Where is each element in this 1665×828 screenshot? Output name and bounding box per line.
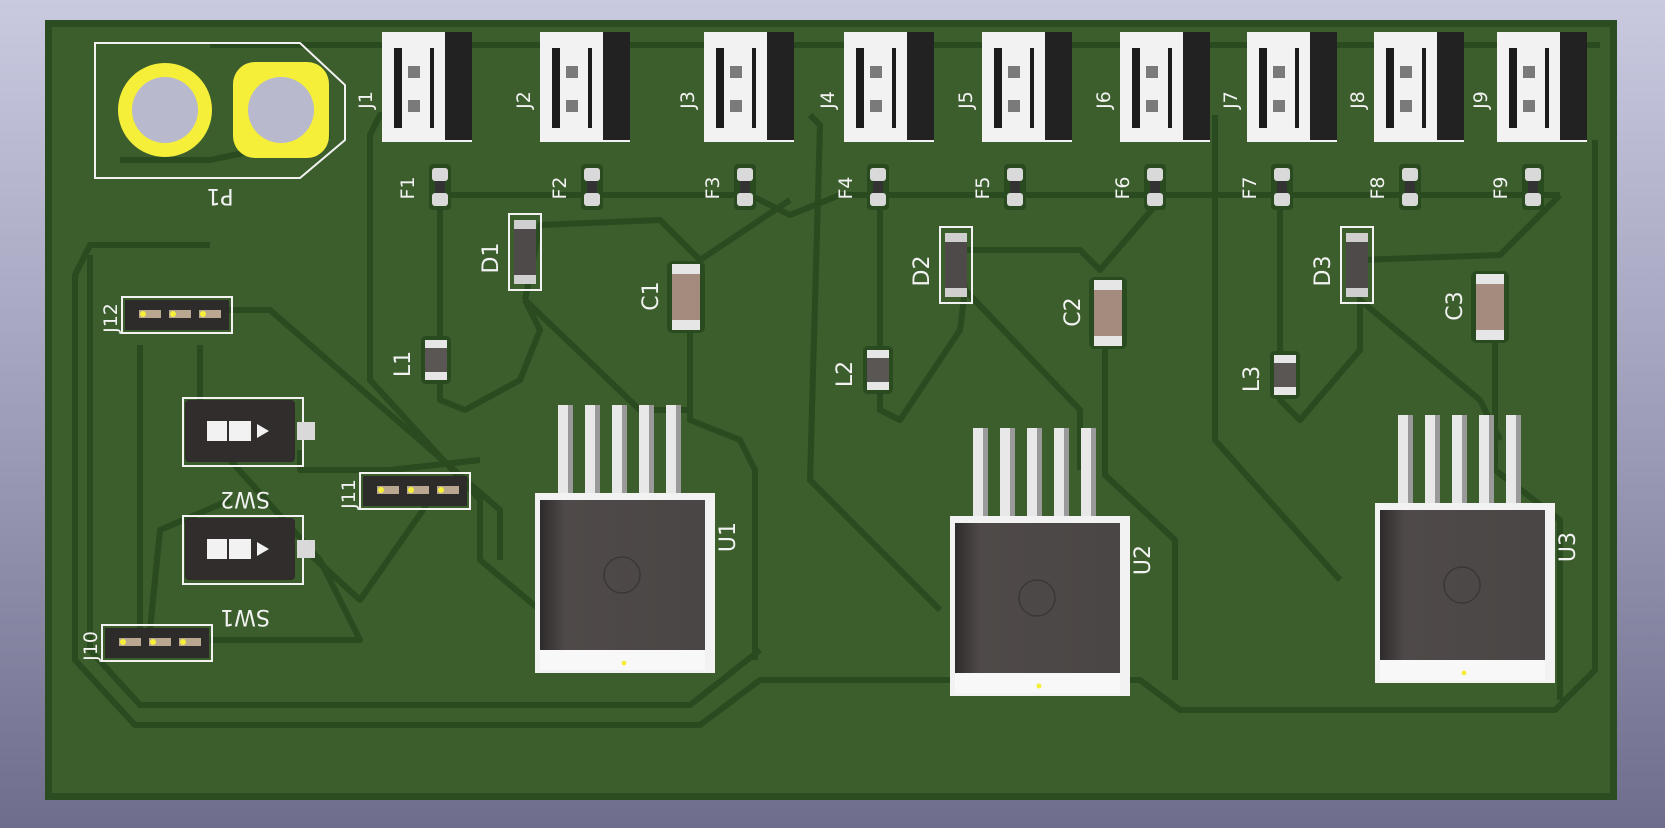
fuse-label-f2: F2 [549,176,571,199]
inductor-l2: L2 [833,346,893,394]
connector-label-j7: J7 [1220,91,1242,110]
header-label-j12: J12 [100,303,122,334]
regulator-u3: U3 [1375,415,1581,683]
diode-d3: D3 [1311,226,1374,304]
switch-sw1: SW1 [182,515,315,629]
fuse-f5: F5 [972,164,1026,210]
connector-p1: P1 [94,42,346,208]
fuse-label-f1: F1 [397,176,419,199]
fuse-f1: F1 [397,164,451,210]
regulator-u1: U1 [535,405,741,673]
inductor-l3: L3 [1240,351,1300,399]
fuse-label-f5: F5 [972,176,994,199]
header-j11: J11 [338,472,471,510]
capacitor-c2: C2 [1061,277,1127,349]
connector-j8: J8 [1347,32,1464,142]
connector-row: J1 J2 J3 J4 J5 J6 J7 J8 J9 [355,32,1587,142]
header-j12: J12 [100,296,233,334]
fuse-f8: F8 [1367,164,1421,210]
connector-j9: J9 [1470,32,1587,142]
fuse-label-f3: F3 [702,176,724,199]
inductor-label-l3: L3 [1240,366,1265,392]
connector-label-j1: J1 [355,91,377,110]
header-label-j11: J11 [338,479,360,510]
connector-j1: J1 [355,32,472,142]
connector-label-j3: J3 [677,91,699,110]
p1-label: P1 [206,183,233,208]
capacitor-label-c1: C1 [639,281,664,310]
regulator-label-u1: U1 [716,522,741,552]
header-j10: J10 [80,624,213,662]
switch-label-sw1: SW1 [220,604,270,629]
capacitor-c1: C1 [639,261,705,333]
connector-j4: J4 [817,32,934,142]
header-label-j10: J10 [80,631,102,662]
regulator-label-u3: U3 [1556,532,1581,562]
capacitor-label-c3: C3 [1443,291,1468,320]
fuse-label-f9: F9 [1490,176,1512,199]
connector-label-j9: J9 [1470,91,1492,110]
inductor-label-l2: L2 [833,361,858,387]
connector-label-j8: J8 [1347,91,1369,110]
connector-label-j4: J4 [817,91,839,110]
fuse-f3: F3 [702,164,756,210]
connector-j3: J3 [677,32,794,142]
diode-label-d2: D2 [910,256,935,287]
diode-d1: D1 [479,213,542,291]
fuse-label-f8: F8 [1367,176,1389,199]
switch-label-sw2: SW2 [220,486,270,511]
connector-j6: J6 [1093,32,1210,142]
connector-label-j5: J5 [955,91,977,110]
inductor-l1: L1 [391,336,451,384]
regulator-u2: U2 [950,428,1156,696]
connector-label-j2: J2 [513,91,535,110]
regulator-label-u2: U2 [1131,545,1156,575]
diode-label-d1: D1 [479,243,504,274]
fuse-f7: F7 [1239,164,1293,210]
capacitor-label-c2: C2 [1061,297,1086,326]
fuse-f2: F2 [549,164,603,210]
fuse-f4: F4 [835,164,889,210]
diode-d2: D2 [910,226,973,304]
connector-j7: J7 [1220,32,1337,142]
fuse-row: F1 F2 F3 F4 F5 F6 F7 F8 F9 [397,164,1544,210]
fuse-label-f7: F7 [1239,176,1261,199]
inductor-label-l1: L1 [391,351,416,377]
connector-label-j6: J6 [1093,91,1115,110]
fuse-label-f4: F4 [835,176,857,199]
connector-j5: J5 [955,32,1072,142]
fuse-label-f6: F6 [1112,176,1134,199]
capacitor-c3: C3 [1443,271,1509,343]
switch-sw2: SW2 [182,397,315,511]
connector-j2: J2 [513,32,630,142]
diode-label-d3: D3 [1311,256,1336,287]
fuse-f9: F9 [1490,164,1544,210]
fuse-f6: F6 [1112,164,1166,210]
